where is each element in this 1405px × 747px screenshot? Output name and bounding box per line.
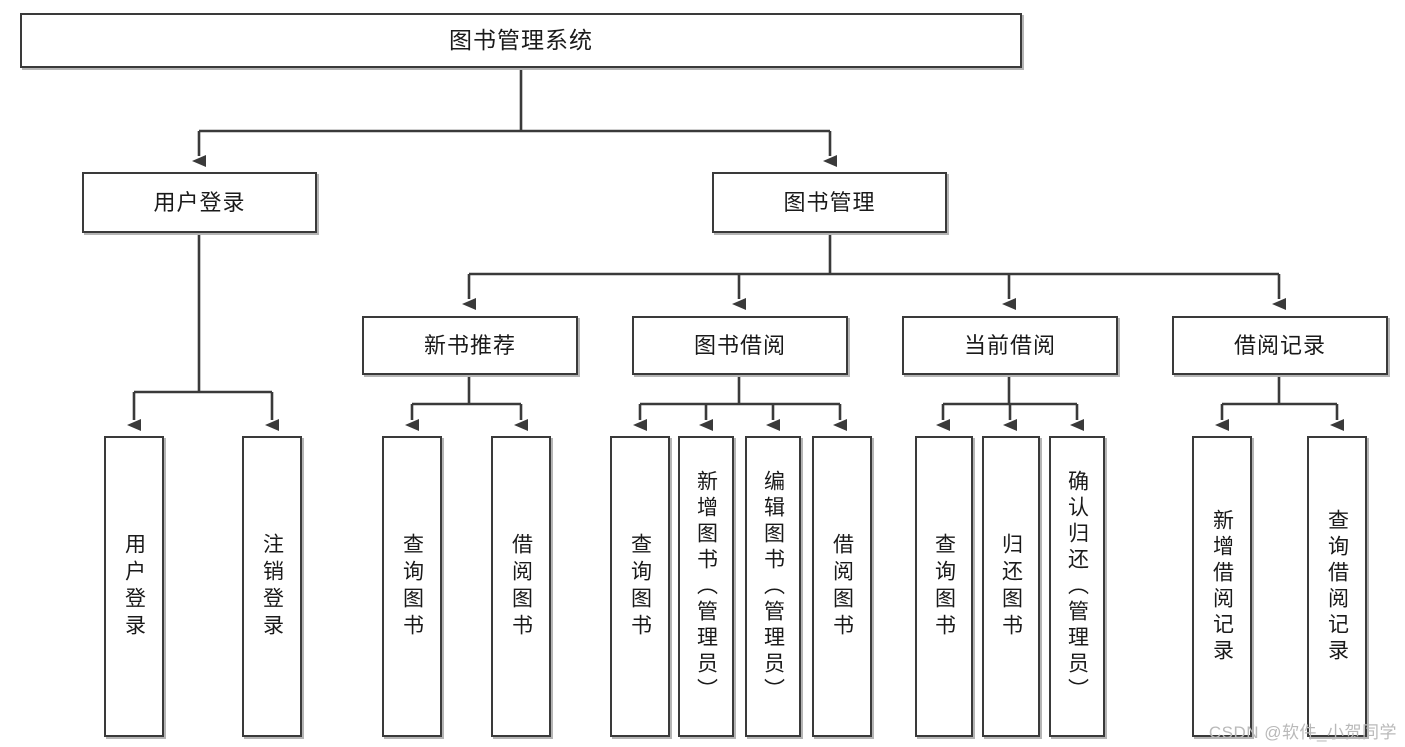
node-label: 图书管理系统: [449, 27, 593, 54]
leaf-user-login[interactable]: 用户登录: [104, 436, 164, 737]
node-label: 查询图书: [932, 532, 956, 641]
node-label: 注销登录: [260, 532, 284, 641]
node-label: 借阅图书: [509, 532, 533, 641]
leaf-confirm-return-admin[interactable]: 确认归还（管理员）: [1049, 436, 1105, 737]
leaf-add-borrow-record[interactable]: 新增借阅记录: [1192, 436, 1252, 737]
node-new-book-recommend[interactable]: 新书推荐: [362, 316, 578, 375]
node-label: 查询借阅记录: [1325, 508, 1349, 665]
node-book-management[interactable]: 图书管理: [712, 172, 947, 233]
node-label: 图书借阅: [693, 332, 786, 358]
node-label: 图书管理: [783, 189, 876, 215]
node-label: 新增借阅记录: [1210, 508, 1234, 665]
leaf-query-book-borrow[interactable]: 查询图书: [610, 436, 670, 737]
leaf-edit-book-admin[interactable]: 编辑图书（管理员）: [745, 436, 801, 737]
node-user-login[interactable]: 用户登录: [82, 172, 317, 233]
node-label: 新书推荐: [423, 332, 516, 358]
leaf-borrow-book[interactable]: 借阅图书: [812, 436, 872, 737]
node-label: 查询图书: [400, 532, 424, 641]
leaf-query-borrow-record[interactable]: 查询借阅记录: [1307, 436, 1367, 737]
node-label: 归还图书: [999, 532, 1023, 641]
node-label: 当前借阅: [963, 332, 1056, 358]
node-book-borrow[interactable]: 图书借阅: [632, 316, 848, 375]
node-label: 新增图书（管理员）: [694, 469, 718, 704]
node-borrow-record[interactable]: 借阅记录: [1172, 316, 1388, 375]
leaf-query-book-recommend[interactable]: 查询图书: [382, 436, 442, 737]
node-label: 借阅记录: [1233, 332, 1326, 358]
node-label: 编辑图书（管理员）: [761, 469, 785, 704]
node-label: 确认归还（管理员）: [1065, 469, 1089, 704]
leaf-return-book[interactable]: 归还图书: [982, 436, 1040, 737]
leaf-query-book-current[interactable]: 查询图书: [915, 436, 973, 737]
node-current-borrow[interactable]: 当前借阅: [902, 316, 1118, 375]
node-label: 用户登录: [153, 189, 246, 215]
node-label: 查询图书: [628, 532, 652, 641]
leaf-borrow-book-recommend[interactable]: 借阅图书: [491, 436, 551, 737]
node-label: 用户登录: [122, 532, 146, 641]
leaf-add-book-admin[interactable]: 新增图书（管理员）: [678, 436, 734, 737]
watermark-text: CSDN @软件_小贺同学: [1208, 723, 1397, 742]
leaf-logout-login[interactable]: 注销登录: [242, 436, 302, 737]
node-label: 借阅图书: [830, 532, 854, 641]
node-root-system[interactable]: 图书管理系统: [20, 13, 1022, 68]
